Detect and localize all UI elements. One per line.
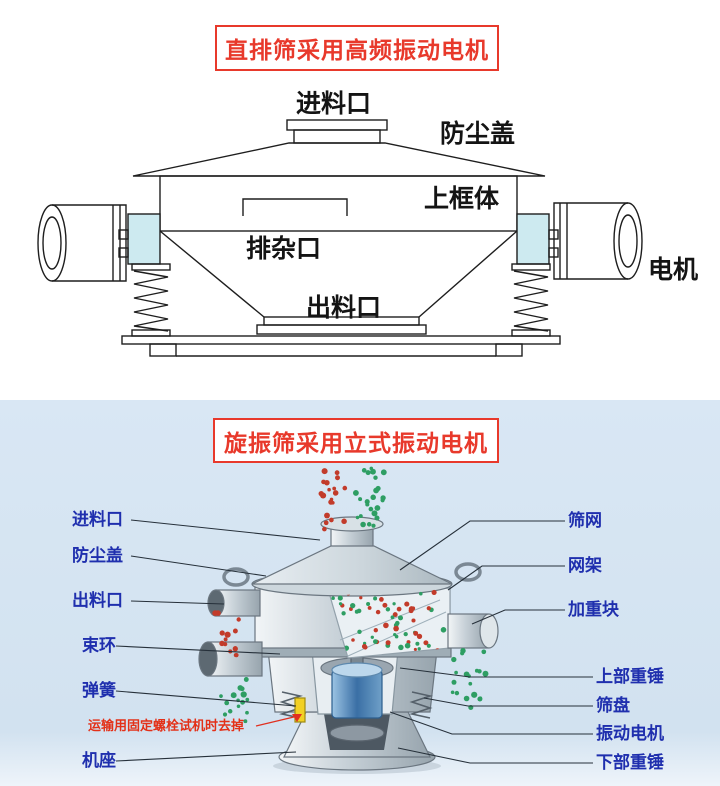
label-spring: 弹簧 bbox=[82, 681, 116, 700]
label-mesh-frame: 网架 bbox=[568, 556, 602, 575]
clamp-ear-left bbox=[222, 567, 250, 587]
label-discharge-outlet: 出料口 bbox=[306, 294, 382, 322]
top-title: 直排筛采用高频振动电机 bbox=[225, 37, 489, 63]
dust-cover-cone bbox=[251, 545, 453, 585]
label-dust-cover: 防尘盖 bbox=[440, 120, 516, 148]
transport-bolt bbox=[294, 697, 306, 723]
clamp-ear-right bbox=[454, 562, 482, 582]
label-impurity-outlet: 排杂口 bbox=[246, 235, 322, 263]
label-upper-frame: 上框体 bbox=[424, 185, 500, 213]
label-discharge-outlet-bottom: 出料口 bbox=[72, 591, 123, 610]
label-dust-cover-bottom: 防尘盖 bbox=[72, 546, 123, 565]
left-bolt-1 bbox=[118, 229, 129, 240]
label-weight-block: 加重块 bbox=[568, 600, 619, 619]
inlet-flange bbox=[286, 119, 388, 131]
right-bracket-plate bbox=[516, 213, 550, 265]
hopper bbox=[159, 230, 518, 318]
label-vibration-motor: 振动电机 bbox=[596, 724, 664, 743]
right-motor bbox=[553, 202, 643, 280]
upper-frame-body bbox=[159, 175, 518, 232]
inlet-neck bbox=[293, 129, 381, 144]
spout-lower-mouth bbox=[198, 641, 218, 677]
weight-block-end bbox=[479, 613, 499, 649]
label-clamp-ring: 束环 bbox=[82, 636, 116, 655]
left-bolt-2 bbox=[118, 247, 129, 258]
inlet-flange-bottom bbox=[320, 516, 384, 532]
label-sieve-tray: 筛盘 bbox=[596, 696, 630, 715]
right-spring bbox=[511, 263, 551, 337]
top-title-box: 直排筛采用高频振动电机 bbox=[215, 25, 499, 71]
direct-sieve-line-drawing bbox=[37, 119, 643, 357]
base-platform bbox=[121, 335, 561, 345]
spring-left bbox=[279, 691, 303, 719]
bottom-title-box: 旋振筛采用立式振动电机 bbox=[213, 418, 499, 463]
label-screen-mesh: 筛网 bbox=[568, 511, 602, 530]
label-motor: 电机 bbox=[648, 256, 699, 284]
label-feed-inlet-bottom: 进料口 bbox=[72, 510, 123, 529]
outlet-flange-2 bbox=[256, 324, 427, 335]
label-machine-base: 机座 bbox=[82, 751, 116, 770]
spring-right bbox=[409, 691, 433, 719]
particle-dots-streams bbox=[212, 466, 489, 724]
base-foot-left bbox=[149, 343, 177, 357]
label-upper-hammer: 上部重锤 bbox=[596, 667, 664, 686]
impurity-tube bbox=[242, 198, 348, 216]
bottom-title: 旋振筛采用立式振动电机 bbox=[224, 429, 488, 456]
left-bracket-plate bbox=[127, 213, 161, 265]
label-transport-bolt-note: 运输用固定螺栓试机时去掉 bbox=[88, 718, 245, 733]
label-feed-inlet: 进料口 bbox=[296, 90, 372, 118]
lower-hammer bbox=[329, 724, 385, 742]
leader-lines bbox=[115, 519, 593, 764]
base-foot-right bbox=[495, 343, 523, 357]
left-spring bbox=[131, 263, 171, 337]
warning-arrowhead bbox=[292, 714, 302, 722]
label-lower-hammer: 下部重锤 bbox=[596, 753, 664, 772]
rotary-sieve-rendering bbox=[198, 516, 499, 774]
warning-leader-line bbox=[255, 714, 302, 727]
left-motor bbox=[37, 204, 127, 282]
motor-top-cap bbox=[331, 662, 383, 678]
